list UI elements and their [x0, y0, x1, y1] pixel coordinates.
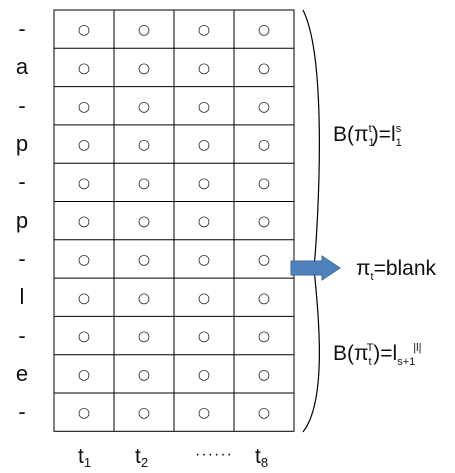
- grid-lines: [53, 9, 295, 432]
- cell-circle: ○: [198, 367, 210, 383]
- cell-circle: ○: [78, 329, 90, 345]
- cell-circle: ○: [78, 137, 90, 153]
- row-label: -: [18, 245, 26, 271]
- cell-circle: ○: [78, 214, 90, 230]
- formula-middle: πt=blank: [356, 257, 437, 283]
- cell-circle: ○: [198, 175, 210, 191]
- cell-circle: ○: [258, 137, 270, 153]
- cell-circle: ○: [138, 252, 150, 268]
- cell-circle: ○: [78, 60, 90, 76]
- cell-circle: ○: [198, 99, 210, 115]
- cell-circle: ○: [198, 22, 210, 38]
- cell-circle: ○: [138, 329, 150, 345]
- cell-circle: ○: [258, 329, 270, 345]
- formula-bottom: B(πtT)=ls+1|l|: [333, 342, 422, 368]
- column-label-t8: t8: [255, 445, 269, 470]
- column-label-t1: t1: [78, 445, 92, 470]
- cell-circle: ○: [78, 22, 90, 38]
- grid-cells: ○ ○ ○ ○ ○ ○ ○ ○ ○ ○ ○ ○ ○ ○ ○ ○ ○ ○ ○ ○ ○ ○ ○ ○ ○ ○ ○ ○ ○ ○ ○ ○ ○ ○ ○ ○ ○ ○ ○ ○…: [78, 22, 270, 421]
- cell-circle: ○: [198, 290, 210, 306]
- cell-circle: ○: [258, 60, 270, 76]
- row-label: -: [18, 92, 26, 118]
- blank-arrow-icon: [290, 255, 341, 281]
- cell-circle: ○: [198, 137, 210, 153]
- row-label: p: [15, 207, 29, 233]
- cell-circle: ○: [138, 214, 150, 230]
- row-label: -: [18, 16, 26, 42]
- cell-circle: ○: [258, 367, 270, 383]
- row-label: a: [15, 54, 29, 80]
- row-label: -: [18, 399, 26, 425]
- cell-circle: ○: [258, 99, 270, 115]
- cell-circle: ○: [138, 99, 150, 115]
- right-brace: [302, 9, 320, 433]
- column-label-ellipsis: ······: [195, 446, 233, 463]
- cell-circle: ○: [138, 22, 150, 38]
- cell-circle: ○: [258, 290, 270, 306]
- formula-top: B(π1t)=l1s: [333, 123, 402, 149]
- cell-circle: ○: [138, 367, 150, 383]
- cell-circle: ○: [198, 60, 210, 76]
- row-label: -: [18, 169, 26, 195]
- cell-circle: ○: [78, 175, 90, 191]
- cell-circle: ○: [138, 60, 150, 76]
- row-label: -: [18, 322, 26, 348]
- cell-circle: ○: [78, 367, 90, 383]
- column-label-t2: t2: [135, 445, 149, 470]
- cell-circle: ○: [138, 175, 150, 191]
- cell-circle: ○: [258, 175, 270, 191]
- cell-circle: ○: [258, 214, 270, 230]
- cell-circle: ○: [258, 252, 270, 268]
- cell-circle: ○: [138, 137, 150, 153]
- cell-circle: ○: [138, 290, 150, 306]
- cell-circle: ○: [78, 99, 90, 115]
- cell-circle: ○: [198, 329, 210, 345]
- row-label: p: [15, 131, 29, 157]
- cell-circle: ○: [78, 405, 90, 421]
- cell-circle: ○: [78, 290, 90, 306]
- cell-circle: ○: [198, 214, 210, 230]
- row-label: e: [15, 360, 29, 386]
- cell-circle: ○: [258, 22, 270, 38]
- cell-circle: ○: [138, 405, 150, 421]
- cell-circle: ○: [258, 405, 270, 421]
- cell-circle: ○: [198, 405, 210, 421]
- cell-circle: ○: [198, 252, 210, 268]
- cell-circle: ○: [78, 252, 90, 268]
- row-label: l: [19, 284, 25, 310]
